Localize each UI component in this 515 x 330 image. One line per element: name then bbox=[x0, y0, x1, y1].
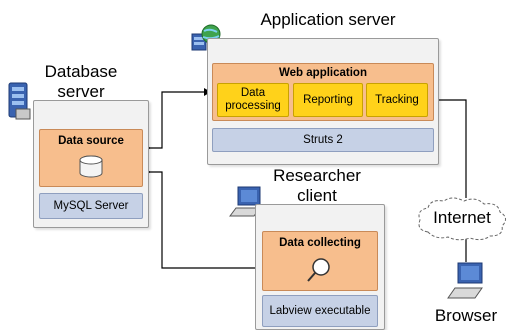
internet-label: Internet bbox=[433, 208, 491, 227]
app-internet-connector bbox=[437, 99, 467, 198]
labview-panel: Labview executable bbox=[262, 295, 378, 327]
data-collecting-panel: Data collecting bbox=[262, 231, 378, 291]
data-source-panel: Data source bbox=[39, 129, 143, 187]
web-application-panel: Web application Data processing Reportin… bbox=[212, 63, 434, 121]
data-collecting-label: Data collecting bbox=[279, 237, 361, 249]
browser-computer-icon bbox=[447, 262, 483, 299]
researcher-client-box: Data collecting Labview executable bbox=[255, 204, 385, 330]
struts-panel: Struts 2 bbox=[212, 128, 434, 152]
db-client-connector bbox=[144, 168, 263, 272]
internet-cloud-icon bbox=[418, 197, 506, 241]
application-server-title: Application server bbox=[260, 10, 396, 29]
browser-label: Browser bbox=[434, 306, 498, 325]
db-app-connector bbox=[144, 88, 211, 152]
data-processing-module: Data processing bbox=[217, 83, 289, 117]
mysql-server-panel: MySQL Server bbox=[39, 193, 143, 219]
researcher-client-title: Researcher client bbox=[273, 166, 361, 205]
application-server-box: Web application Data processing Reportin… bbox=[207, 38, 439, 165]
database-server-box: Data source MySQL Server bbox=[33, 100, 149, 228]
database-server-title: Database server bbox=[44, 62, 118, 101]
computer-icon bbox=[229, 186, 261, 217]
data-source-label: Data source bbox=[58, 135, 124, 147]
database-cylinder-icon bbox=[79, 155, 103, 178]
magnifier-icon bbox=[307, 258, 330, 282]
database-server-icon bbox=[8, 82, 31, 120]
tracking-module: Tracking bbox=[366, 83, 428, 117]
web-application-label: Web application bbox=[279, 67, 367, 79]
reporting-module: Reporting bbox=[293, 83, 363, 117]
